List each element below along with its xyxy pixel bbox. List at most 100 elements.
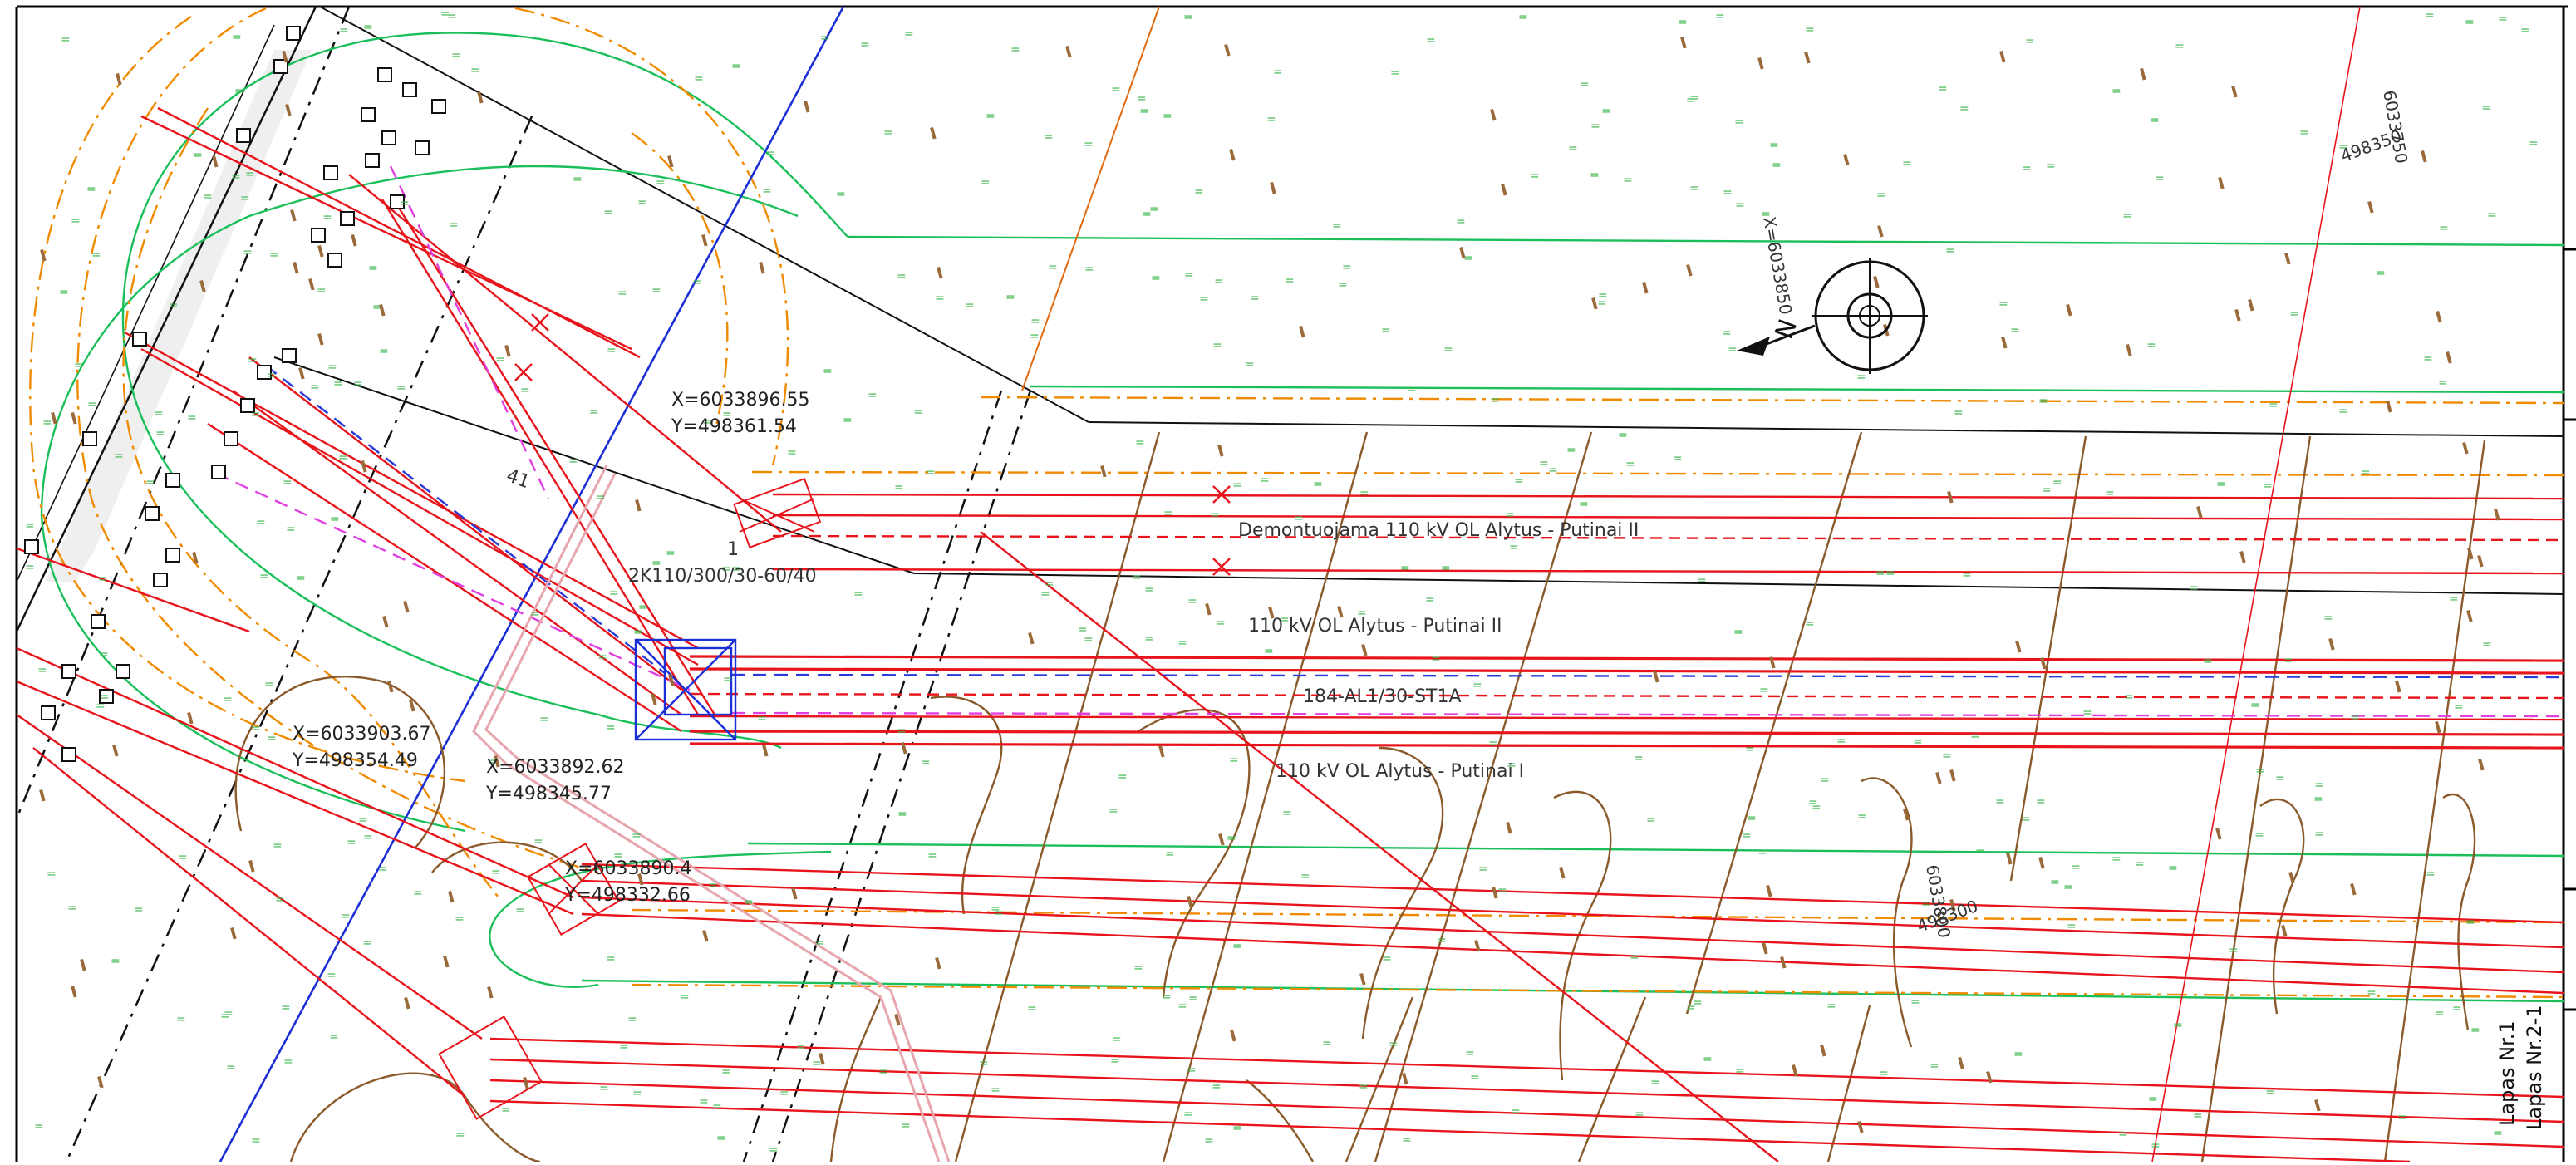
- elevation-mark: [701, 234, 708, 247]
- coordinate-1-y: Y=498361.54: [671, 416, 797, 437]
- elevation-mark: [937, 267, 943, 279]
- terrain-mark: =: [1212, 1080, 1222, 1094]
- terrain-mark: =: [520, 384, 530, 397]
- elevation-mark: [2038, 857, 2045, 869]
- terrain-mark: =: [2265, 1086, 2275, 1099]
- terrain-mark: =: [501, 1104, 511, 1117]
- terrain-mark: =: [2046, 160, 2056, 173]
- terrain-mark: =: [245, 168, 255, 181]
- elevation-mark: [2066, 304, 2072, 317]
- elevation-mark: [1270, 182, 1276, 194]
- elevation-mark: [2328, 638, 2335, 651]
- elevation-mark: [2466, 610, 2473, 622]
- terrain-mark: =: [1703, 1053, 1713, 1066]
- terrain-mark: =: [632, 1087, 642, 1100]
- terrain-mark: =: [712, 1100, 722, 1113]
- terrain-mark: =: [193, 149, 203, 162]
- terrain-mark: =: [515, 904, 525, 917]
- elevation-mark: [2234, 309, 2241, 322]
- terrain-mark: =: [1133, 961, 1143, 975]
- elevation-mark: [1769, 656, 1776, 669]
- terrain-mark: =: [2050, 876, 2060, 889]
- terrain-mark: =: [1463, 252, 1473, 265]
- terrain-mark: =: [2010, 324, 2020, 337]
- terrain-mark: =: [1194, 185, 1204, 199]
- elevation-mark: [1361, 644, 1368, 656]
- label-demolished-line: Demontuojama 110 kV OL Alytus - Putinai …: [1238, 520, 1639, 541]
- terrain-mark: =: [723, 673, 733, 686]
- terrain-mark: =: [226, 1061, 236, 1074]
- terrain-mark: =: [2498, 12, 2508, 26]
- terrain-mark: =: [1285, 274, 1295, 288]
- elevation-mark: [230, 927, 237, 940]
- elevation-mark: [1359, 973, 1366, 986]
- terrain-mark: =: [1216, 617, 1226, 630]
- elevation-mark: [637, 873, 644, 886]
- elevation-mark: [192, 552, 199, 564]
- terrain-mark: =: [796, 1040, 806, 1054]
- terrain-mark: =: [2189, 582, 2199, 595]
- elevation-mark: [2001, 336, 2008, 349]
- elevation-mark: [2239, 551, 2246, 563]
- elevation-mark: [382, 616, 389, 628]
- terrain-mark: =: [1165, 848, 1175, 861]
- railway-tower-markers: [24, 26, 446, 762]
- terrain-mark: =: [991, 902, 1000, 916]
- terrain-mark: =: [281, 1001, 291, 1015]
- terrain-mark: =: [1084, 263, 1094, 276]
- terrain-mark: =: [251, 722, 261, 735]
- green-boundaries: [40, 32, 2564, 1003]
- terrain-mark: =: [341, 910, 351, 923]
- terrain-mark: =: [1734, 116, 1744, 129]
- terrain-mark: =: [991, 1084, 1000, 1097]
- terrain-mark: =: [1456, 215, 1466, 229]
- elevation-mark: [1230, 1030, 1236, 1042]
- elevation-mark: [894, 1014, 901, 1026]
- elevation-mark: [387, 681, 394, 693]
- terrain-mark: =: [317, 284, 327, 297]
- terrain-mark: =: [353, 377, 363, 391]
- terrain-mark: =: [248, 354, 258, 367]
- terrain-mark: =: [1144, 583, 1154, 597]
- terrain-mark: =: [455, 1128, 465, 1142]
- elevation-mark: [1187, 896, 1193, 908]
- terrain-mark: =: [176, 1013, 186, 1026]
- elevation-mark: [308, 278, 315, 291]
- terrain-mark: =: [638, 601, 648, 614]
- terrain-mark: =: [2118, 1128, 2128, 1141]
- terrain-mark: =: [1010, 43, 1020, 57]
- coordinate-2-x: X=6033903.67: [293, 724, 430, 745]
- terrain-mark: =: [243, 246, 253, 259]
- terrain-mark: =: [1757, 846, 1767, 859]
- terrain-mark: =: [2254, 828, 2264, 842]
- terrain-mark: =: [530, 607, 540, 621]
- terrain-mark: =: [1635, 1108, 1644, 1121]
- terrain-mark: =: [1357, 607, 1367, 620]
- elevation-mark: [1857, 1120, 1864, 1133]
- elevation-mark: [248, 860, 255, 873]
- terrain-mark: =: [2229, 944, 2239, 957]
- terrain-mark: =: [447, 10, 457, 23]
- terrain-mark: =: [259, 570, 269, 583]
- elevation-mark: [2395, 681, 2401, 693]
- terrain-mark: =: [656, 176, 666, 189]
- elevation-mark: [1218, 833, 1225, 846]
- terrain-mark: =: [1400, 562, 1410, 575]
- terrain-mark: =: [1820, 774, 1830, 787]
- terrain-mark: =: [1686, 1001, 1696, 1015]
- orange-diagonal-line: [1021, 6, 1160, 391]
- terrain-mark: =: [2283, 654, 2293, 667]
- power-line-labels: Demontuojama 110 kV OL Alytus - Putinai …: [504, 465, 1639, 782]
- elevation-mark: [1268, 607, 1275, 619]
- terrain-mark: =: [25, 561, 35, 574]
- terrain-mark: =: [224, 1007, 234, 1020]
- terrain-mark: =: [2454, 700, 2464, 714]
- elevation-mark: [2436, 310, 2442, 323]
- terrain-mark: =: [2022, 162, 2032, 175]
- terrain-mark: =: [651, 557, 661, 570]
- elevation-mark: [1337, 606, 1344, 618]
- terrain-mark: =: [533, 835, 543, 848]
- terrain-mark: =: [2036, 795, 2046, 809]
